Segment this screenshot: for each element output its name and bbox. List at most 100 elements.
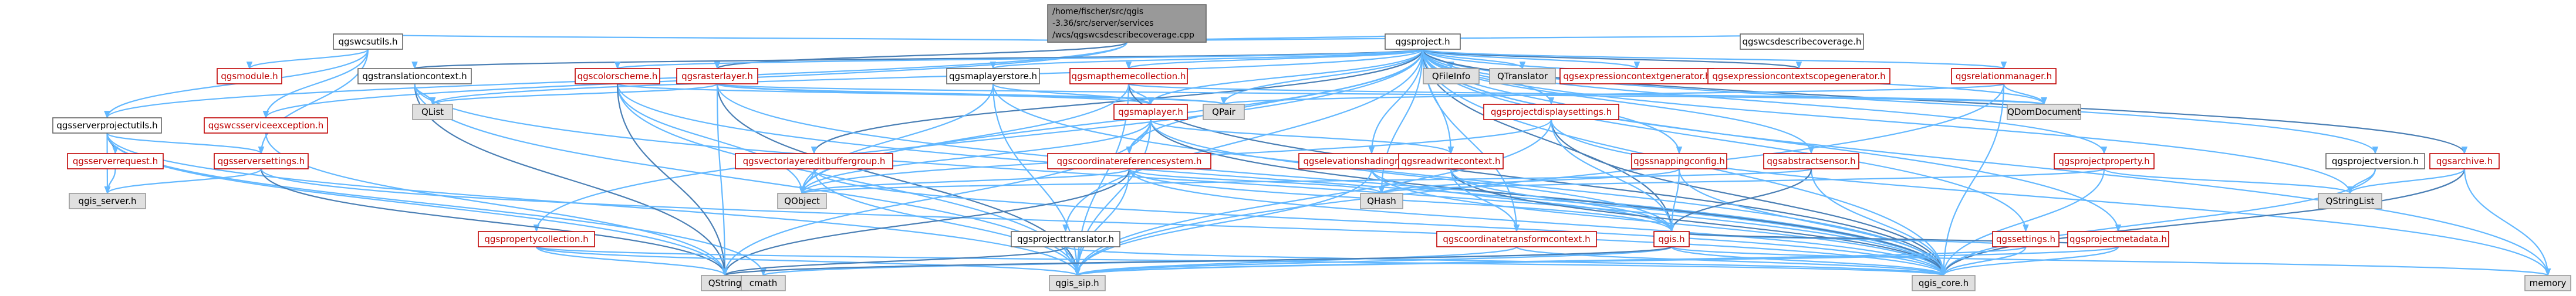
cmath-node: cmath (741, 275, 786, 291)
edge-qgsserverprojectutils-to-qstring (106, 132, 728, 277)
edge-qgsmaplayer-to-qgsreadwritecontext (1150, 119, 1454, 155)
edge-qgsmaplayerstore-to-qobject (799, 83, 994, 195)
qgspropertycollection-node[interactable]: qgspropertycollection.h (478, 231, 595, 247)
qgscoordinatetransformcontext-node[interactable]: qgscoordinatetransformcontext.h (1436, 231, 1597, 247)
memory-node: memory (2524, 275, 2571, 291)
qgswcsserviceexception-node[interactable]: qgswcsserviceexception.h (204, 117, 328, 134)
edge-qgsserversettings-to-qstring (260, 168, 728, 277)
edge-qgsproject-to-qgsmapthemecollection (1126, 48, 1424, 70)
edge-root-to-qgswcsutils (366, 33, 1128, 43)
qgsreadwritecontext-node[interactable]: qgsreadwritecontext.h (1398, 153, 1504, 169)
edge-qgsproject-to-qstringlist (1422, 49, 2354, 195)
root-source-file-node[interactable]: /home/fischer/src/qgis -3.36/src/server/… (1047, 4, 1207, 43)
edge-qgsserverprojectutils-to-qgsserversettings (106, 132, 265, 155)
edge-qgsproject-to-qgsprojecttranslator (1062, 49, 1424, 233)
qgsprojecttranslator-node[interactable]: qgsprojecttranslator.h (1011, 231, 1120, 247)
qgswcsutils-label: qgswcsutils.h (338, 36, 397, 47)
edge-qgsmaplayer-to-qgis (1150, 119, 1675, 233)
qgsserverprojectutils-node[interactable]: qgsserverprojectutils.h (52, 117, 162, 134)
qgsexpressioncontextgenerator-node[interactable]: qgsexpressioncontextgenerator.h (1559, 68, 1714, 84)
edge-qgsproject-to-qgsmaplayerstore (990, 48, 1424, 70)
qlist-label: QList (421, 107, 444, 117)
edge-qgscolorscheme-to-qpair (616, 83, 1227, 106)
qgscoordinatereferencesystem-label: qgscoordinatereferencesystem.h (1057, 156, 1202, 166)
qgscolorscheme-label: qgscolorscheme.h (578, 71, 658, 81)
edge-qgsrasterlayer-to-qpair (716, 83, 1227, 106)
edge-qgsproject-to-qgsvectorlayereditbuffergroup (811, 49, 1424, 155)
edge-qgsmaplayer-to-qstring (721, 119, 1152, 277)
qgscoordinatetransformcontext-label: qgscoordinatetransformcontext.h (1443, 234, 1590, 244)
edge-qgsprojectproperty-to-qstringlist (2103, 168, 2354, 195)
qgstranslationcontext-label: qgstranslationcontext.h (362, 71, 467, 81)
edge-qgsarchive-to-qstringlist (2347, 168, 2466, 195)
qgsvectorlayereditbuffergroup-node[interactable]: qgsvectorlayereditbuffergroup.h (735, 153, 893, 169)
qgsmaplayerstore-node[interactable]: qgsmaplayerstore.h (946, 68, 1040, 84)
qgsprojectversion-node[interactable]: qgsprojectversion.h (2325, 153, 2425, 169)
qgscolorscheme-node[interactable]: qgscolorscheme.h (575, 68, 660, 84)
qgis-node[interactable]: qgis.h (1653, 231, 1690, 247)
edge-qgsproject-to-memory (1422, 49, 2551, 277)
edge-qgsproject-to-qgsarchive (1422, 49, 2468, 155)
qgsmaplayerstore-label: qgsmaplayerstore.h (949, 71, 1037, 81)
edge-qgspropertycollection-to-qgis_sip (535, 246, 1081, 277)
edge-qgsrasterlayer-to-qdomdocument (716, 83, 2047, 106)
qgswcsutils-node[interactable]: qgswcsutils.h (333, 33, 403, 50)
edge-qgsprojectproperty-to-qhash (1379, 168, 2105, 195)
qgsexpressioncontextgenerator-label: qgsexpressioncontextgenerator.h (1563, 71, 1710, 81)
qgssnappingconfig-label: qgssnappingconfig.h (1633, 156, 1725, 166)
qgsrelationmanager-label: qgsrelationmanager.h (1956, 71, 2052, 81)
edge-qgssettings-to-qgis_core (1940, 246, 2027, 277)
qtranslator-label: QTranslator (1497, 71, 1548, 81)
qgscoordinatereferencesystem-node[interactable]: qgscoordinatereferencesystem.h (1047, 153, 1211, 169)
qgsarchive-node[interactable]: qgsarchive.h (2429, 153, 2500, 169)
qgsabstractsensor-label: qgsabstractsensor.h (1767, 156, 1855, 166)
qgsexpressioncontextscopegenerator-node[interactable]: qgsexpressioncontextscopegenerator.h (1707, 68, 1890, 84)
qgsserverprojectutils-label: qgsserverprojectutils.h (56, 120, 157, 131)
qgsrasterlayer-label: qgsrasterlayer.h (681, 71, 753, 81)
qgis_sip-label: qgis_sip.h (1055, 278, 1099, 289)
qgsrasterlayer-node[interactable]: qgsrasterlayer.h (676, 68, 758, 84)
qgsproject-label: qgsproject.h (1395, 36, 1450, 47)
qgssettings-label: qgssettings.h (1996, 234, 2055, 244)
qgsprojectmetadata-node[interactable]: qgsprojectmetadata.h (2067, 231, 2169, 247)
edge-qgsprojecttranslator-to-qgis_core (1065, 246, 1947, 277)
qgsprojectdisplaysettings-node[interactable]: qgsprojectdisplaysettings.h (1483, 104, 1619, 120)
qgsabstractsensor-node[interactable]: qgsabstractsensor.h (1763, 153, 1859, 169)
qgsrelationmanager-node[interactable]: qgsrelationmanager.h (1951, 68, 2057, 84)
qfileinfo-label: QFileInfo (1432, 71, 1470, 81)
edge-qgstranslationcontext-to-qgis_core (414, 83, 1947, 277)
edge-qgis-to-qgis_sip (1074, 246, 1673, 277)
qgstranslationcontext-node[interactable]: qgstranslationcontext.h (357, 68, 472, 84)
qgsserverrequest-node[interactable]: qgsserverrequest.h (67, 153, 164, 169)
edge-qgscolorscheme-to-qstring (616, 83, 728, 277)
qlist-node: QList (412, 104, 453, 120)
qgsserver-label: qgis_server.h (79, 196, 137, 207)
qgswcsdescribecoverage-label: qgswcsdescribecoverage.h (1743, 36, 1862, 47)
edge-qgis-to-memory (1670, 246, 2551, 277)
qdomdocument-label: QDomDocument (2007, 107, 2081, 117)
qgis_sip-node: qgis_sip.h (1049, 275, 1106, 291)
qgsmaplayer-node[interactable]: qgsmaplayer.h (1113, 104, 1188, 120)
qgsmodule-node[interactable]: qgsmodule.h (217, 68, 282, 84)
qgsmapthemecollection-node[interactable]: qgsmapthemecollection.h (1069, 68, 1188, 84)
edge-root-to-qgswcsdescribecoverage (1126, 33, 1804, 43)
qgssnappingconfig-node[interactable]: qgssnappingconfig.h (1631, 153, 1727, 169)
qgsserversettings-node[interactable]: qgsserversettings.h (214, 153, 309, 169)
qgssettings-node[interactable]: qgssettings.h (1992, 231, 2060, 247)
qgsproject-node[interactable]: qgsproject.h (1385, 33, 1461, 50)
edge-qgsmapthemecollection-to-qobject (799, 83, 1130, 195)
qgsmodule-label: qgsmodule.h (221, 71, 278, 81)
qgswcsdescribecoverage-node[interactable]: qgswcsdescribecoverage.h (1740, 33, 1864, 50)
qgsreadwritecontext-label: qgsreadwritecontext.h (1401, 156, 1500, 166)
edge-qgsprojectmetadata-to-qgis_core (1940, 246, 2119, 277)
qgsprojectproperty-node[interactable]: qgsprojectproperty.h (2054, 153, 2155, 169)
root-path-line-1: /home/fischer/src/qgis (1052, 7, 1143, 16)
edge-qgsmaplayerstore-to-qgsmaplayer (992, 83, 1154, 106)
edge-qgsproject-to-qgsrelationmanager (1422, 48, 2007, 70)
qgis-label: qgis.h (1658, 234, 1684, 244)
edge-qgsrelationmanager-to-qdomdocument (2003, 83, 2047, 106)
edge-qgsprojectdisplaysettings-to-qgis_core (1550, 119, 1947, 277)
edge-qgsarchive-to-memory (2463, 168, 2551, 277)
qhash-node: QHash (1360, 193, 1403, 209)
qgsprojectproperty-label: qgsprojectproperty.h (2058, 156, 2149, 166)
